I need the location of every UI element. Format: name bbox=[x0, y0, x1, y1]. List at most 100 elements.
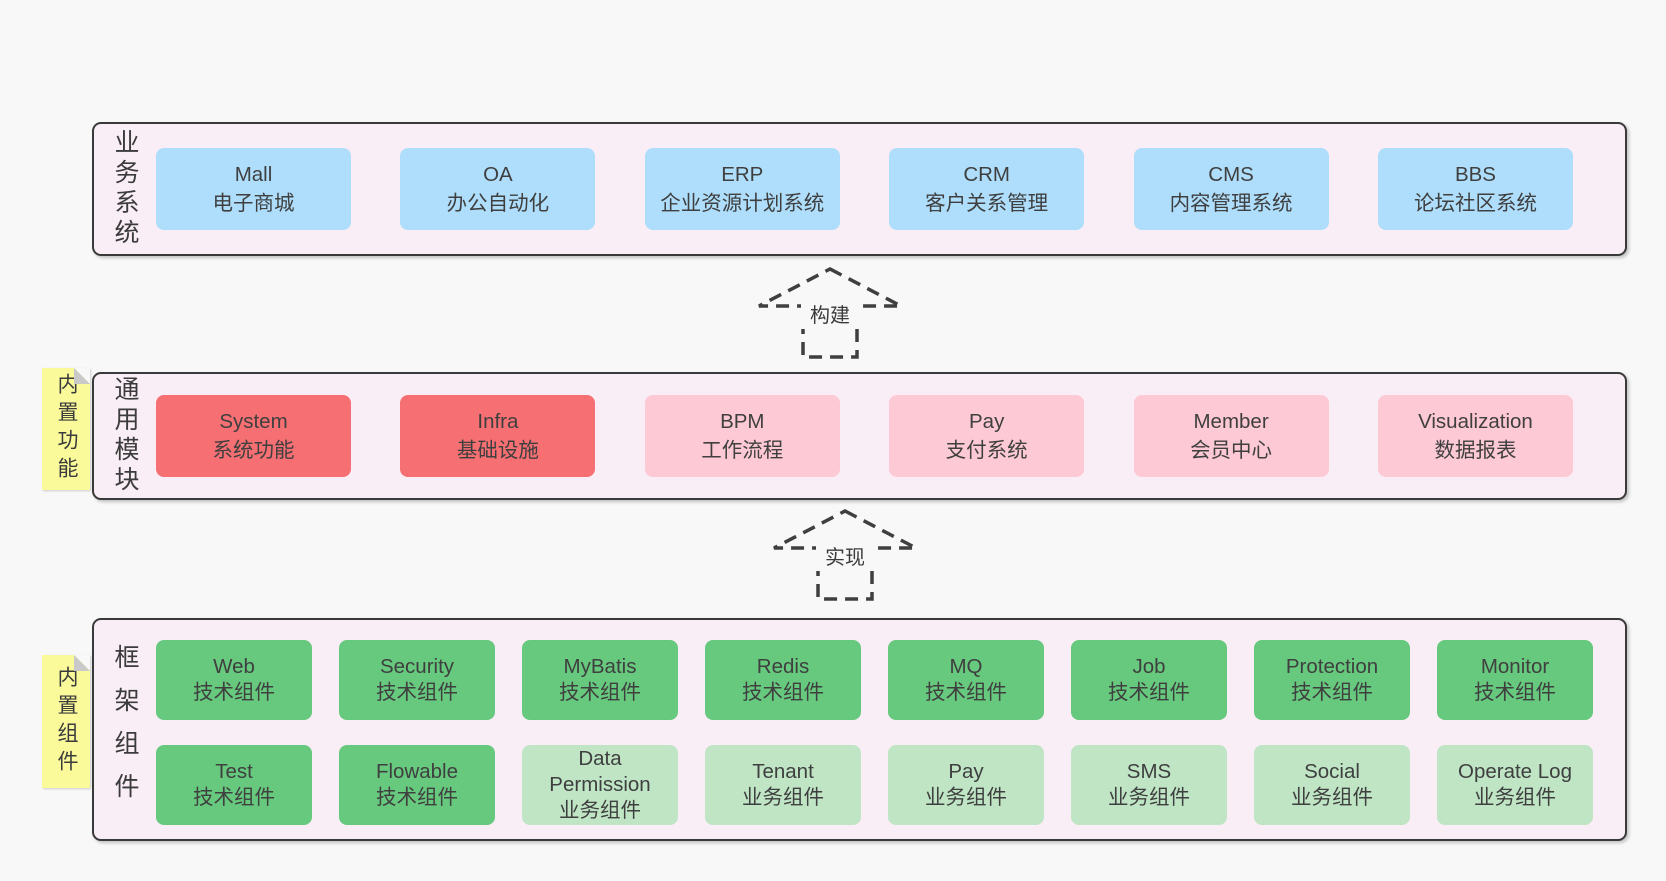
box-job-en: Job bbox=[1132, 654, 1166, 678]
sticky-note-built-in-components: 内置组件 bbox=[42, 655, 90, 788]
box-protection: Protection 技术组件 bbox=[1254, 640, 1410, 720]
box-operate-log: Operate Log 业务组件 bbox=[1437, 745, 1593, 825]
arrow-implement: 实现 bbox=[773, 509, 917, 601]
folded-corner-icon bbox=[74, 368, 90, 384]
box-pay-component: Pay 业务组件 bbox=[888, 745, 1044, 825]
box-mq-en: MQ bbox=[949, 654, 983, 678]
box-erp: ERP 企业资源计划系统 bbox=[644, 148, 840, 230]
box-crm-zh: 客户关系管理 bbox=[925, 192, 1049, 215]
box-flowable: Flowable 技术组件 bbox=[339, 745, 495, 825]
layer-framework-components-title: 框架组件 bbox=[111, 643, 139, 816]
box-mall: Mall 电子商城 bbox=[156, 148, 351, 230]
box-data-permission-zh: 业务组件 bbox=[559, 799, 641, 823]
box-data-permission: Data Permission 业务组件 bbox=[522, 745, 678, 825]
box-sms: SMS 业务组件 bbox=[1071, 745, 1227, 825]
arrow-build-label-bg bbox=[801, 301, 859, 329]
box-member-zh: 会员中心 bbox=[1190, 439, 1273, 462]
box-security-zh: 技术组件 bbox=[376, 681, 458, 704]
box-tenant-en: Tenant bbox=[752, 759, 814, 783]
box-oa-zh: 办公自动化 bbox=[446, 192, 550, 215]
box-sms-zh: 业务组件 bbox=[1108, 786, 1190, 809]
box-monitor: Monitor 技术组件 bbox=[1437, 640, 1593, 720]
box-crm: CRM 客户关系管理 bbox=[889, 148, 1085, 230]
sticky-note-built-in-functions-label: 内置功能 bbox=[55, 373, 78, 485]
framework-components-grid: Web 技术组件 Security 技术组件 MyBatis 技术组件 Redi… bbox=[156, 620, 1625, 839]
arrow-build: 构建 bbox=[758, 267, 902, 359]
box-pay-component-zh: 业务组件 bbox=[925, 786, 1007, 809]
box-bpm: BPM 工作流程 bbox=[644, 395, 840, 477]
box-sms-en: SMS bbox=[1126, 759, 1172, 783]
box-bbs-zh: 论坛社区系统 bbox=[1413, 192, 1537, 215]
box-infra: Infra 基础设施 bbox=[400, 395, 596, 477]
box-social: Social 业务组件 bbox=[1254, 745, 1410, 825]
box-infra-en: Infra bbox=[477, 409, 519, 433]
box-oa-en: OA bbox=[483, 162, 513, 186]
box-visualization-zh: 数据报表 bbox=[1434, 439, 1517, 462]
box-flowable-en: Flowable bbox=[375, 759, 459, 783]
arrow-build-label: 构建 bbox=[810, 304, 850, 327]
layer-common-modules: 通用模块 System 系统功能 Infra 基础设施 BPM 工作流程 Pay… bbox=[92, 372, 1627, 500]
box-monitor-zh: 技术组件 bbox=[1474, 681, 1556, 704]
box-pay-module: Pay 支付系统 bbox=[889, 395, 1085, 477]
box-monitor-en: Monitor bbox=[1480, 654, 1550, 678]
box-member-en: Member bbox=[1193, 409, 1269, 433]
sticky-note-built-in-functions: 内置功能 bbox=[42, 368, 90, 490]
box-redis: Redis 技术组件 bbox=[705, 640, 861, 720]
box-member: Member 会员中心 bbox=[1133, 395, 1329, 477]
box-mybatis-zh: 技术组件 bbox=[559, 681, 641, 704]
box-mall-en: Mall bbox=[234, 162, 273, 186]
arrow-implement-label-bg bbox=[816, 543, 874, 571]
sticky-note-built-in-components-label: 内置组件 bbox=[55, 665, 78, 778]
box-bpm-en: BPM bbox=[720, 409, 765, 433]
box-pay-module-en: Pay bbox=[969, 409, 1005, 433]
arrow-implement-outline bbox=[773, 509, 917, 601]
box-pay-module-zh: 支付系统 bbox=[945, 439, 1028, 462]
box-web-zh: 技术组件 bbox=[193, 681, 275, 704]
common-modules-row: System 系统功能 Infra 基础设施 BPM 工作流程 Pay 支付系统… bbox=[156, 374, 1625, 498]
box-cms-zh: 内容管理系统 bbox=[1169, 192, 1293, 215]
box-bbs-en: BBS bbox=[1454, 162, 1496, 186]
box-operate-log-en: Operate Log bbox=[1458, 759, 1572, 783]
box-job: Job 技术组件 bbox=[1071, 640, 1227, 720]
box-system-zh: 系统功能 bbox=[212, 439, 295, 462]
box-crm-en: CRM bbox=[963, 162, 1011, 186]
box-redis-zh: 技术组件 bbox=[742, 681, 824, 704]
box-test: Test 技术组件 bbox=[156, 745, 312, 825]
box-test-zh: 技术组件 bbox=[193, 786, 275, 809]
box-social-zh: 业务组件 bbox=[1291, 786, 1373, 809]
box-system: System 系统功能 bbox=[156, 395, 351, 477]
box-visualization-en: Visualization bbox=[1418, 409, 1533, 433]
box-bpm-zh: 工作流程 bbox=[701, 439, 784, 462]
business-systems-row: Mall 电子商城 OA 办公自动化 ERP 企业资源计划系统 CRM 客户关系… bbox=[156, 124, 1625, 254]
folded-corner-icon bbox=[74, 655, 90, 671]
box-system-en: System bbox=[219, 409, 288, 433]
box-protection-en: Protection bbox=[1285, 654, 1379, 678]
box-operate-log-zh: 业务组件 bbox=[1474, 786, 1556, 809]
box-pay-component-en: Pay bbox=[948, 759, 984, 783]
box-data-permission-en: Data Permission bbox=[549, 746, 651, 796]
box-protection-zh: 技术组件 bbox=[1291, 681, 1373, 704]
box-tenant: Tenant 业务组件 bbox=[705, 745, 861, 825]
box-redis-en: Redis bbox=[756, 654, 810, 678]
box-web-en: Web bbox=[213, 654, 255, 678]
box-mq: MQ 技术组件 bbox=[888, 640, 1044, 720]
box-cms-en: CMS bbox=[1208, 162, 1254, 186]
box-visualization: Visualization 数据报表 bbox=[1377, 395, 1573, 477]
layer-business-systems: 业务系统 Mall 电子商城 OA 办公自动化 ERP 企业资源计划系统 CRM… bbox=[92, 122, 1627, 256]
box-mall-zh: 电子商城 bbox=[212, 192, 295, 215]
box-test-en: Test bbox=[215, 759, 253, 783]
box-tenant-zh: 业务组件 bbox=[742, 786, 824, 809]
box-security: Security 技术组件 bbox=[339, 640, 495, 720]
box-bbs: BBS 论坛社区系统 bbox=[1377, 148, 1573, 230]
layer-business-systems-title: 业务系统 bbox=[111, 129, 139, 249]
box-cms: CMS 内容管理系统 bbox=[1133, 148, 1329, 230]
box-web: Web 技术组件 bbox=[156, 640, 312, 720]
box-mq-zh: 技术组件 bbox=[925, 681, 1007, 704]
box-job-zh: 技术组件 bbox=[1108, 681, 1190, 704]
box-erp-en: ERP bbox=[721, 162, 764, 186]
box-social-en: Social bbox=[1304, 759, 1360, 783]
layer-framework-components: 框架组件 Web 技术组件 Security 技术组件 MyBatis 技术组件… bbox=[92, 618, 1627, 841]
box-oa: OA 办公自动化 bbox=[400, 148, 596, 230]
arrow-implement-label: 实现 bbox=[825, 546, 865, 569]
